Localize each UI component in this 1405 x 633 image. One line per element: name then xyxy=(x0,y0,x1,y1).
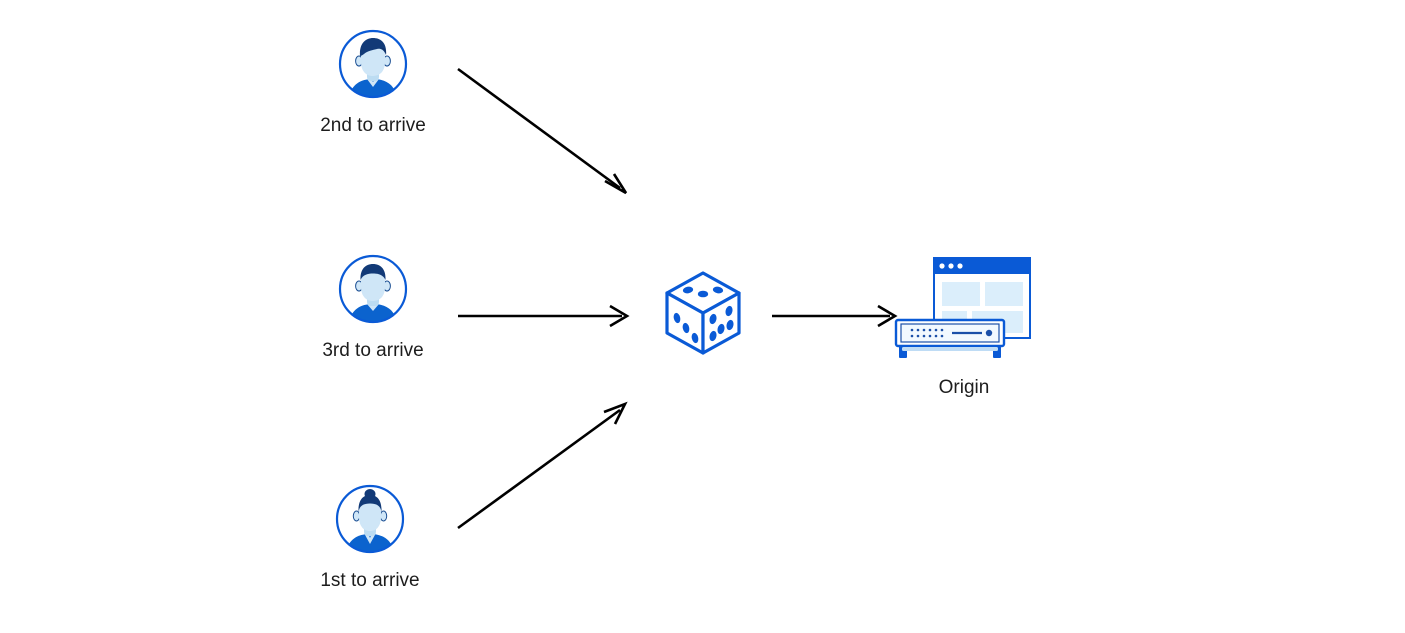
arrow-client-top-to-dice xyxy=(457,67,628,195)
arrow-dice-to-origin xyxy=(772,304,898,328)
server-appliance-icon xyxy=(894,318,1006,358)
user-avatar-icon xyxy=(337,28,409,100)
client-label-2nd: 2nd to arrive xyxy=(320,115,426,136)
origin-node: Origin xyxy=(888,252,1040,400)
client-label-3rd: 3rd to arrive xyxy=(322,340,424,361)
origin-label: Origin xyxy=(938,377,990,398)
client-node-2nd: 2nd to arrive xyxy=(298,28,448,138)
dice-icon xyxy=(655,265,751,361)
client-node-3rd: 3rd to arrive xyxy=(298,253,448,363)
client-node-1st: 1st to arrive xyxy=(295,483,445,593)
arrow-client-middle-to-dice xyxy=(458,304,630,328)
client-label-1st: 1st to arrive xyxy=(320,570,420,591)
arrow-client-bottom-to-dice xyxy=(457,401,628,530)
origin-server-icon xyxy=(888,252,1040,364)
user-avatar-icon xyxy=(337,253,409,325)
randomizer-node xyxy=(655,265,751,361)
user-avatar-icon xyxy=(334,483,406,555)
